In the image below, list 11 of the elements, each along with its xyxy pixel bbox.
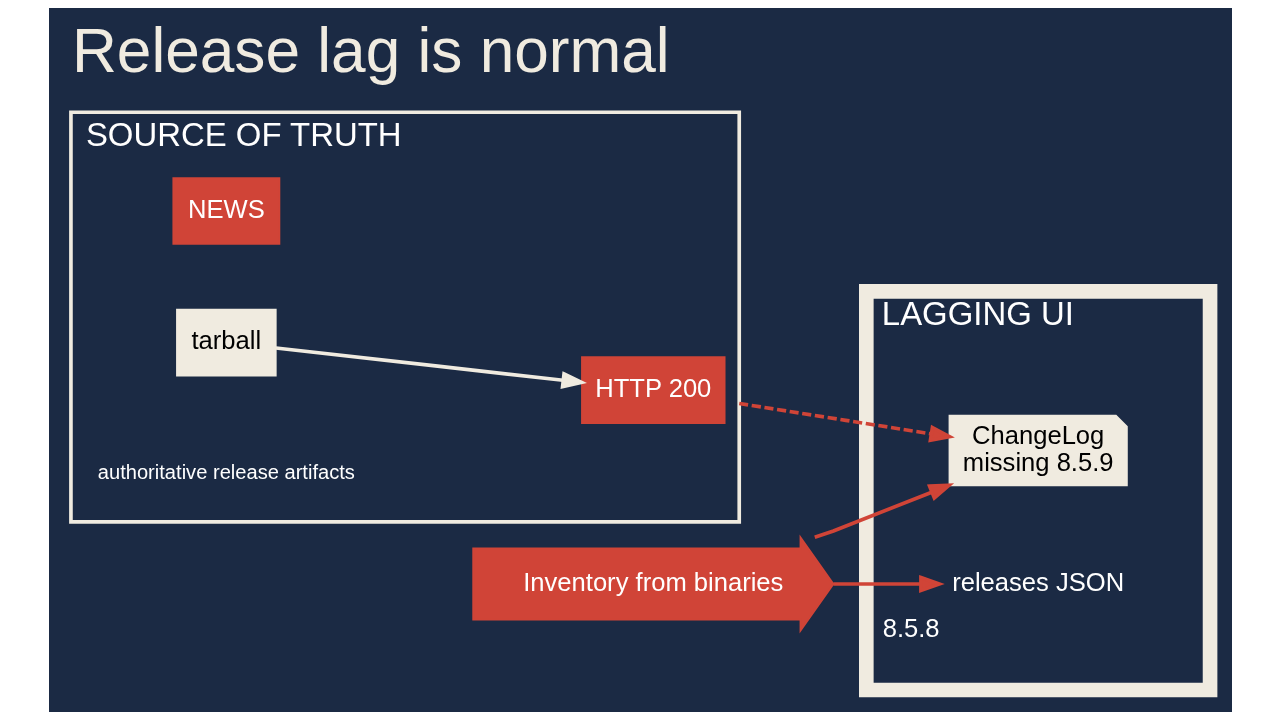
diagram-title: Release lag is normal <box>71 16 670 86</box>
arrow <box>832 575 945 593</box>
node-text: releases JSON <box>951 567 1124 596</box>
arrow <box>738 401 955 443</box>
label: authoritative release artifacts <box>97 461 355 484</box>
node-label: 8.5.8 <box>882 614 940 643</box>
node-box: HTTP 200 <box>580 356 726 424</box>
arrow <box>813 483 954 539</box>
arrow <box>275 346 587 389</box>
node-box: NEWS <box>171 177 280 245</box>
node-box: tarball <box>175 308 277 377</box>
